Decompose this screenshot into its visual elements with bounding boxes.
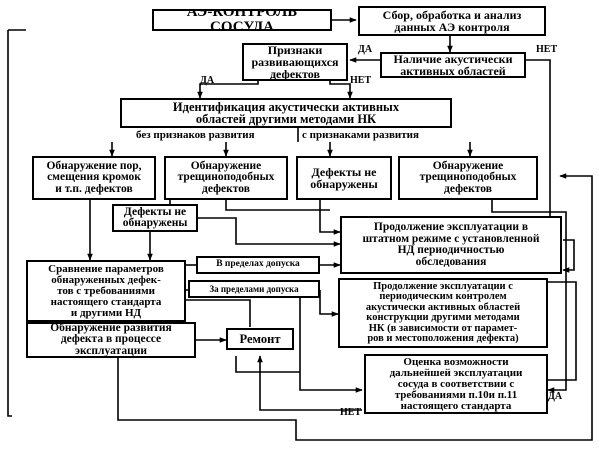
- edge-eval-no-to-repair: [257, 355, 362, 411]
- node-no-defects-left: Дефекты не обнаружены: [112, 204, 198, 232]
- node-pores: Обнаружение пор, смещения кромок и т.п. …: [32, 156, 156, 200]
- label-no-signs: НЕТ: [350, 75, 372, 86]
- node-dev-detect: Обнаружение развития дефекта в процессе …: [26, 322, 196, 358]
- label-no-dev: без признаков развития: [136, 129, 255, 141]
- label-yes-active: ДА: [358, 44, 373, 55]
- node-compare-text: Сравнение параметров обнаруженных дефек-…: [48, 262, 164, 319]
- node-continue-periodic: Продолжение эксплуатации с периодическим…: [338, 278, 548, 348]
- label-yes-signs: ДА: [200, 75, 215, 86]
- edge-bottom-loop: [117, 173, 593, 441]
- node-beyond: За пределами допуска: [188, 280, 320, 298]
- node-cracks-left: Обнаружение трещиноподобных дефектов: [164, 156, 288, 200]
- node-no-defects-mid-text: Дефекты не обнаружены: [310, 165, 378, 191]
- edge-nodef-to-normal: [319, 200, 341, 235]
- edge-nodef-left-to-normal: [198, 217, 341, 247]
- node-cracks-left-text: Обнаружение трещиноподобных дефектов: [177, 159, 275, 195]
- node-continue-normal-text: Продолжение эксплуатации в штатном режим…: [362, 221, 540, 268]
- node-cracks-right-text: Обнаружение трещиноподобных дефектов: [419, 159, 517, 195]
- node-within: В пределах допуска: [196, 256, 320, 274]
- edge-normal-right: [562, 239, 575, 273]
- edge-repair-up: [186, 299, 251, 327]
- node-repair-text: Ремонт: [239, 331, 281, 346]
- node-evaluate: Оценка возможности дальнейшей эксплуатац…: [364, 354, 548, 414]
- edge-cracks-right-to-eval: [491, 200, 567, 393]
- edge-beyond-to-periodic: [319, 290, 339, 317]
- node-no-defects-mid: Дефекты не обнаружены: [296, 156, 392, 200]
- node-data-collect: Сбор, обработка и анализ данных АЭ контр…: [358, 6, 546, 36]
- edge-signs-yes: [197, 80, 259, 99]
- node-signs-dev: Признаки развивающихся дефектов: [242, 43, 348, 81]
- edge-repair-back: [235, 356, 300, 373]
- edge-active-no-to-continue: [525, 59, 553, 229]
- edge-signs-no: [329, 80, 353, 99]
- node-continue-periodic-text: Продолжение эксплуатации с периодическим…: [365, 280, 521, 344]
- node-identification-text: Идентификация акустически активных облас…: [172, 99, 400, 126]
- node-repair: Ремонт: [226, 328, 294, 350]
- node-within-text: В пределах допуска: [216, 259, 300, 270]
- edge-beyond-to-eval: [299, 298, 363, 393]
- label-with-dev: с признаками развития: [302, 129, 419, 141]
- node-pores-text: Обнаружение пор, смещения кромок и т.п. …: [46, 159, 142, 195]
- node-evaluate-text: Оценка возможности дальнейшей эксплуатац…: [389, 355, 523, 412]
- node-active-areas-text: Наличие акустически активных областей: [393, 52, 513, 78]
- node-signs-dev-text: Признаки развивающихся дефектов: [251, 43, 339, 81]
- node-active-areas: Наличие акустически активных областей: [380, 52, 526, 78]
- edge-cracks-left-to-normal: [225, 200, 330, 211]
- node-continue-normal: Продолжение эксплуатации в штатном режим…: [340, 216, 562, 274]
- edge-left-loop: [7, 30, 12, 417]
- node-ae-control: АЭ-КОНТРОЛЬ СОСУДА: [152, 9, 332, 31]
- node-compare: Сравнение параметров обнаруженных дефек-…: [26, 260, 186, 322]
- node-no-defects-left-text: Дефекты не обнаружены: [122, 205, 188, 229]
- node-beyond-text: За пределами допуска: [209, 283, 299, 294]
- node-ae-control-text: АЭ-КОНТРОЛЬ СОСУДА: [186, 9, 298, 31]
- node-dev-detect-text: Обнаружение развития дефекта в процессе …: [50, 322, 172, 357]
- node-data-collect-text: Сбор, обработка и анализ данных АЭ контр…: [382, 8, 522, 34]
- node-identification: Идентификация акустически активных облас…: [120, 98, 452, 128]
- node-cracks-right: Обнаружение трещиноподобных дефектов: [398, 156, 538, 200]
- label-yes-eval: ДА: [548, 391, 563, 402]
- edge-eval-yes: [548, 281, 577, 381]
- label-no-eval: НЕТ: [340, 407, 362, 418]
- label-no-active: НЕТ: [536, 44, 558, 55]
